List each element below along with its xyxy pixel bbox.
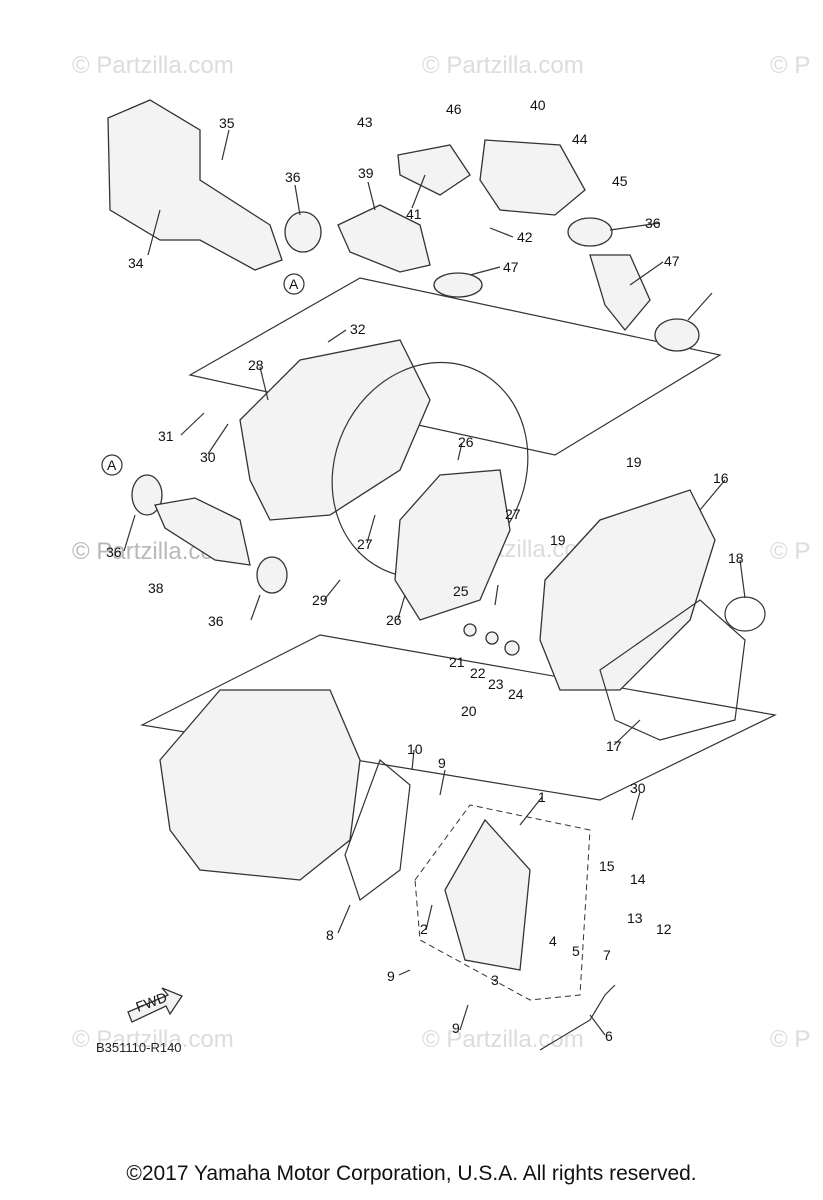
callout-43: 44 [572,131,588,147]
callout-19-a: 19 [626,454,642,470]
diagram-part-number: B351110-R140 [96,1040,182,1055]
watermark-bottom-right: © P [770,1026,811,1053]
cover-1 [444,818,531,971]
watermark-top-right: © P [770,52,811,79]
clamp-36-top [284,211,322,253]
callout-3: 3 [491,972,499,988]
callout-9-b: 9 [452,1020,460,1036]
gasket-17 [599,599,746,741]
callout-46: 47 [664,253,680,269]
callout-19-b: 19 [550,532,566,548]
callout-37: 38 [148,580,164,596]
callout-39: 40 [530,97,546,113]
callout-42: 43 [357,114,373,130]
callout-44: 45 [612,173,628,189]
gasket-18 [724,596,766,632]
callout-36-a: 36 [285,169,301,185]
callout-17: 17 [606,738,622,754]
callout-26-b: 26 [386,612,402,628]
svg-text:A: A [289,276,299,292]
washer-22 [485,631,499,645]
callout-29: 29 [312,592,328,608]
callout-9-a: 9 [387,968,395,984]
callout-24: 24 [508,686,524,702]
callout-18: 18 [728,550,744,566]
callout-13: 13 [627,910,643,926]
watermark-mid-right: © P [770,538,811,565]
callout-6: 6 [605,1028,613,1044]
callout-45: 46 [446,101,462,117]
callout-11: 10 [407,741,423,757]
callout-35: 35 [219,115,235,131]
callout-27-a: 27 [505,506,521,522]
fwd-arrow-icon: FWD [127,987,183,1023]
washer-21 [463,623,477,637]
callout-31: 31 [158,428,174,444]
plane-clutch-cover-group [140,634,777,801]
crankcase-cover-16 [539,489,716,691]
o-ring-29 [331,361,529,579]
callout-labels: 35 36 39 34 43 46 40 44 45 41 42 36 47 4… [106,97,744,1044]
callout-8: 8 [326,927,334,943]
bracket-40 [397,144,471,196]
ref-circle-a-top: A [283,273,305,295]
ref-circle-a-left: A [101,454,123,476]
callout-26-a: 26 [458,434,474,450]
callout-33: 30 [630,780,646,796]
clamp-36-left-b [256,556,288,594]
callout-15: 15 [599,858,615,874]
gasket-8 [344,758,411,901]
clutch-cover-28 [239,339,431,521]
cover-1-group [414,804,591,1001]
joint-46 [589,254,651,332]
callout-36-b: 36 [645,215,661,231]
clamp-47-left [433,272,483,298]
callout-32: 32 [350,321,366,337]
callout-23: 23 [488,676,504,692]
callout-38: 39 [358,165,374,181]
callout-30: 30 [200,449,216,465]
callout-34: 34 [128,255,144,271]
callout-12: 12 [656,921,672,937]
cover-39 [479,139,586,216]
callout-27-b: 27 [357,536,373,552]
watermark-top-left: © Partzilla.com [72,52,234,79]
duct-37 [154,497,251,566]
washer-23 [504,640,520,656]
callout-22: 22 [470,665,486,681]
hose-6 [539,984,616,1051]
leader-lines [123,129,746,1036]
clamp-36-right [567,217,613,247]
callout-5: 5 [572,943,580,959]
callout-7: 7 [603,947,611,963]
callout-40: 41 [406,206,422,222]
svg-text:A: A [107,457,117,473]
callout-20: 20 [461,703,477,719]
callout-14: 14 [630,871,646,887]
engine-crankcase [159,689,361,881]
air-duct-34 [107,99,283,271]
callout-36-c: 36 [106,544,122,560]
callout-41: 42 [517,229,533,245]
callout-25: 25 [453,583,469,599]
callout-47-a: 47 [503,259,519,275]
callout-28: 28 [248,357,264,373]
plane-air-duct-group [188,277,722,456]
copyright-footer: ©2017 Yamaha Motor Corporation, U.S.A. A… [126,1162,697,1185]
callout-16: 16 [713,470,729,486]
clamp-47-right [654,318,700,352]
callout-10: 9 [438,755,446,771]
bearing-housing [394,469,511,621]
callout-4: 4 [549,933,557,949]
callout-1: 1 [538,789,546,805]
watermark-top-center: © Partzilla.com [422,52,584,79]
callout-2: 2 [420,921,428,937]
watermark-bottom-left: © Partzilla.com [72,1026,234,1053]
joint-38 [337,204,431,273]
callout-21: 21 [449,654,465,670]
callout-36-d: 36 [208,613,224,629]
